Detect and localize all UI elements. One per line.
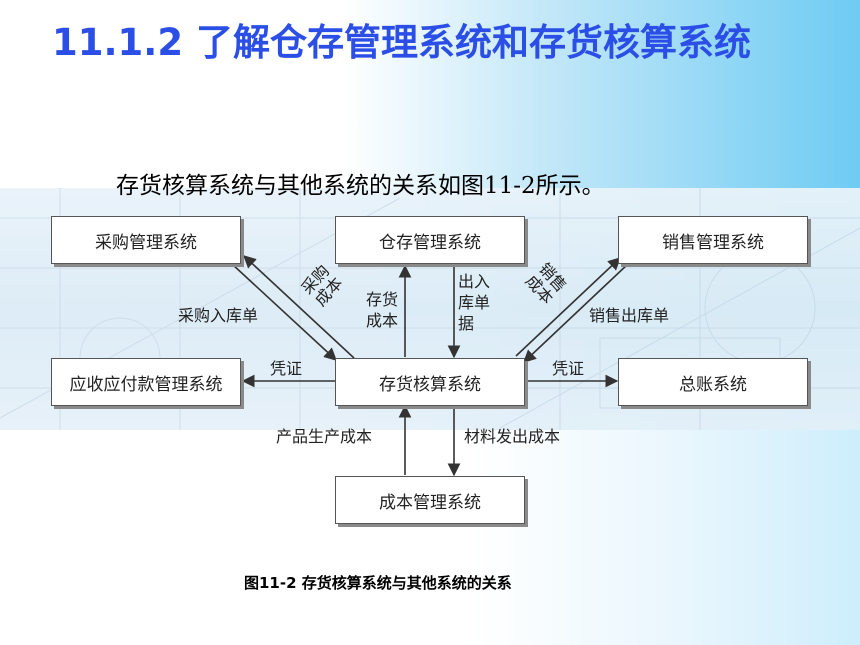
lower-background (0, 430, 860, 645)
label-voucher-right: 凭证 (552, 359, 585, 378)
label-material-cost: 材料发出成本 (464, 427, 561, 446)
node-ledger: 总账系统 (618, 358, 808, 406)
node-sales: 销售管理系统 (618, 216, 808, 264)
node-receivable: 应收应付款管理系统 (51, 358, 241, 406)
intro-text: 存货核算系统与其他系统的关系如图11-2所示。 (116, 173, 605, 199)
arrow-inventory-to-sales (515, 257, 621, 357)
label-sales-delivery: 销售出库单 (589, 306, 670, 325)
label-purchase-receipt: 采购入库单 (178, 306, 259, 325)
label-voucher-left: 凭证 (270, 359, 303, 378)
label-inventory-cost: 存货成本 (366, 290, 399, 330)
arrow-sales-to-inventory (523, 263, 629, 363)
slide-title: 11.1.2 了解仓存管理系统和存货核算系统 (52, 21, 751, 64)
node-inventory: 存货核算系统 (335, 358, 525, 406)
label-in-out-docs: 出入库单据 (458, 272, 491, 333)
figure-caption: 图11-2 存货核算系统与其他系统的关系 (244, 574, 512, 592)
arrow-inventory-to-purchase (243, 255, 355, 359)
label-production-cost: 产品生产成本 (276, 427, 373, 446)
node-warehouse: 仓存管理系统 (335, 216, 525, 264)
node-purchase: 采购管理系统 (51, 216, 241, 264)
node-cost: 成本管理系统 (335, 476, 525, 524)
arrow-purchase-to-inventory (231, 263, 337, 361)
